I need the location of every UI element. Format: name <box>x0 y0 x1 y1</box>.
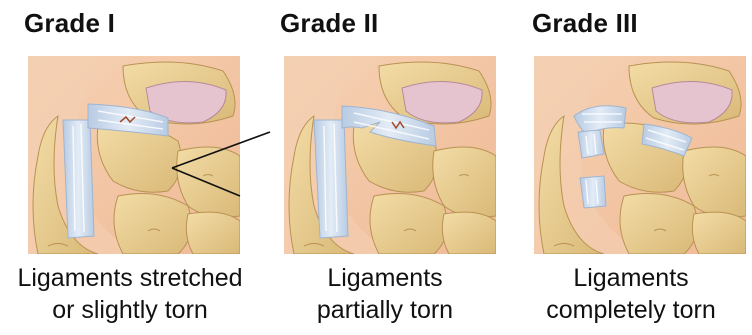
grade-1-caption-line-2: or slightly torn <box>0 294 260 326</box>
grade-3-caption-line-1: Ligaments <box>510 262 752 294</box>
grade-2-caption: Ligaments partially torn <box>260 262 510 326</box>
grade-1-illustration <box>28 56 240 254</box>
grade-3-title: Grade III <box>532 8 638 39</box>
grade-2-caption-line-2: partially torn <box>260 294 510 326</box>
grade-3-caption-line-2: completely torn <box>510 294 752 326</box>
grade-2-title: Grade II <box>280 8 378 39</box>
grade-1-title: Grade I <box>24 8 115 39</box>
grade-1-caption-line-1: Ligaments stretched <box>0 262 260 294</box>
panel-grade-2: Grade II Ligaments partially torn <box>260 0 510 335</box>
panel-grade-1: Grade I Ligaments stretched or slightly … <box>0 0 260 335</box>
grade-1-caption: Ligaments stretched or slightly torn <box>0 262 260 326</box>
grade-2-caption-line-1: Ligaments <box>260 262 510 294</box>
panel-grade-3: Grade III Ligaments completely torn <box>510 0 752 335</box>
grade-3-caption: Ligaments completely torn <box>510 262 752 326</box>
grade-2-illustration <box>284 56 496 254</box>
grade-3-illustration <box>534 56 746 254</box>
